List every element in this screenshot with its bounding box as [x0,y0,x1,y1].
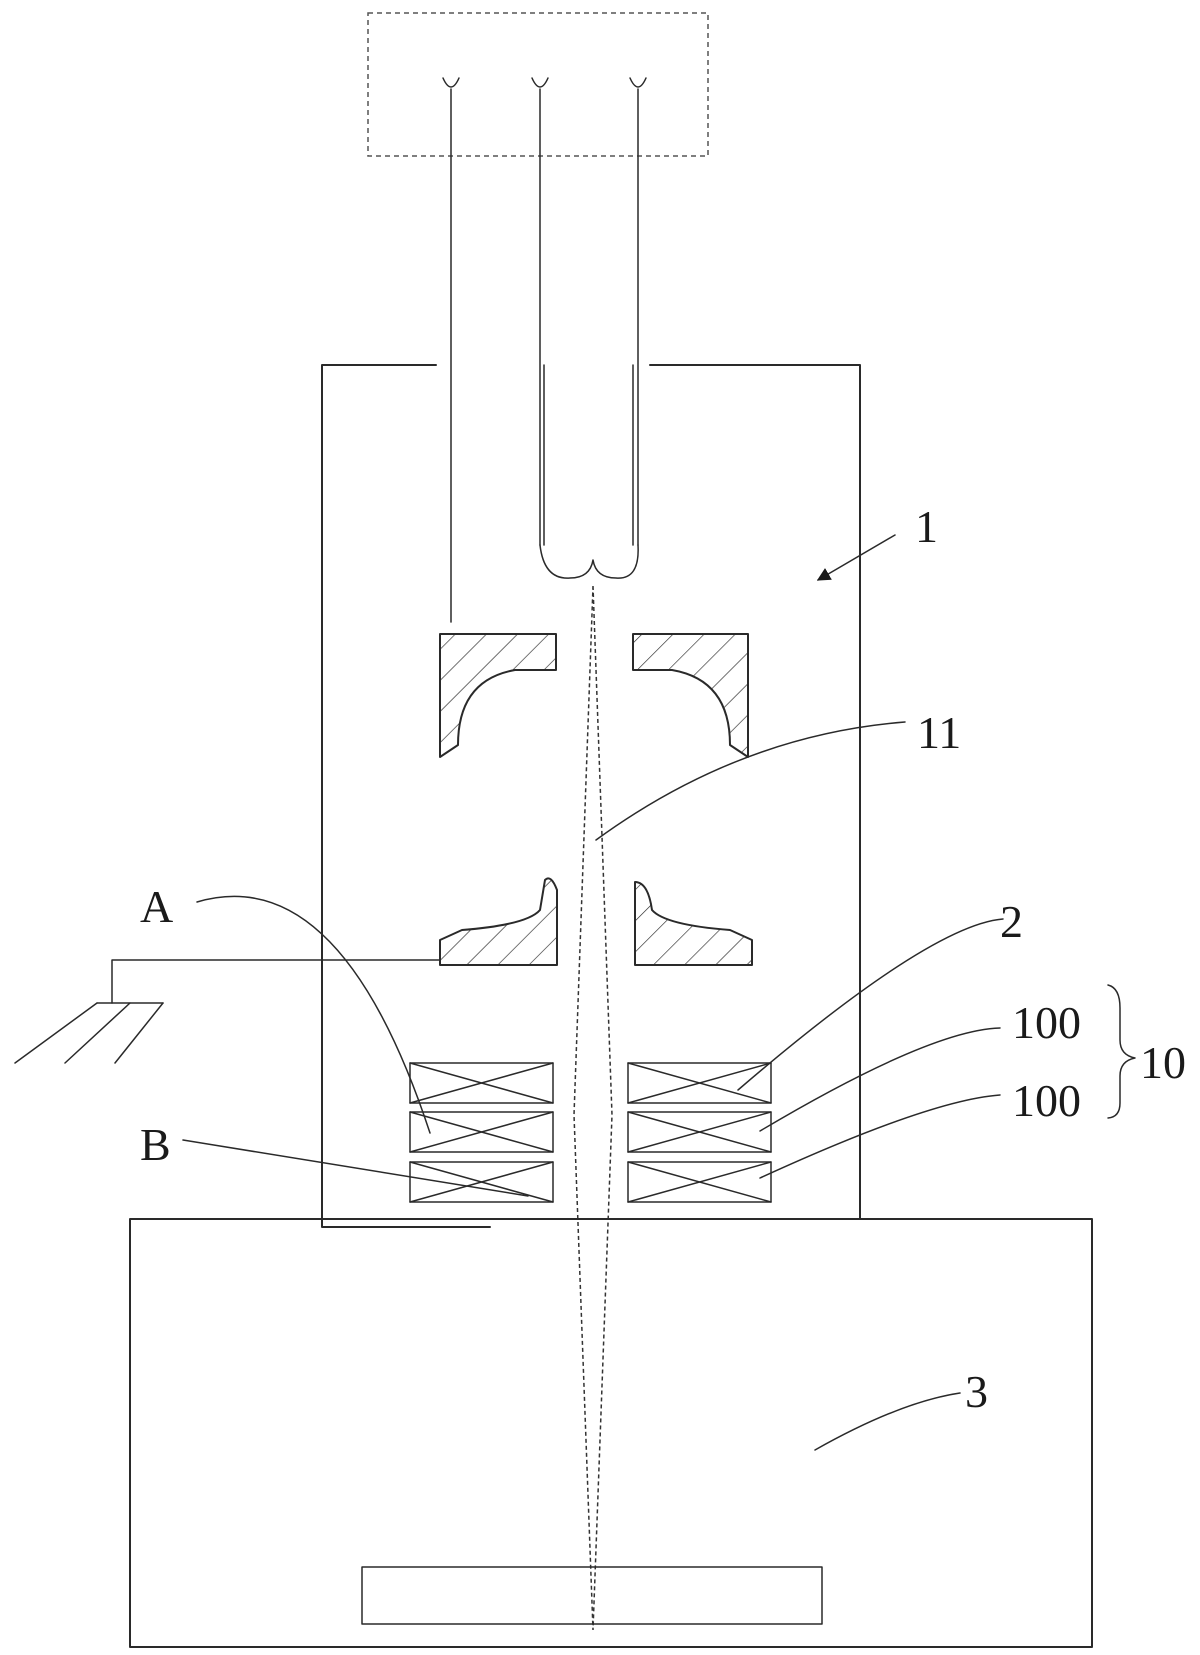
cathode-filament [539,364,639,579]
label-beam: 11 [917,707,961,758]
coil-stack-left [409,1062,554,1203]
label-coil-group: 10 [1140,1037,1186,1088]
label-a: A [140,881,173,932]
leader-lines [182,534,1136,1451]
ground-symbol [14,959,441,1064]
label-coil-lower: 100 [1012,1075,1081,1126]
electron-beam [573,585,613,1631]
label-coil-assembly: 2 [1000,896,1023,947]
label-column: 1 [915,501,938,552]
power-supply-box [367,12,709,157]
label-b: B [140,1119,171,1170]
lead-wires [450,88,639,623]
upper-electrode [439,633,749,758]
coil-stack-right [627,1062,772,1203]
label-coil-upper: 100 [1012,997,1081,1048]
column-housing [321,364,861,1228]
callout-labels: 1 11 A 2 100 10 100 B 3 [140,501,1186,1417]
sample-chamber [129,1218,1093,1648]
anode-electrode [439,877,753,966]
label-sample: 3 [965,1366,988,1417]
sample-plate [361,1566,823,1625]
